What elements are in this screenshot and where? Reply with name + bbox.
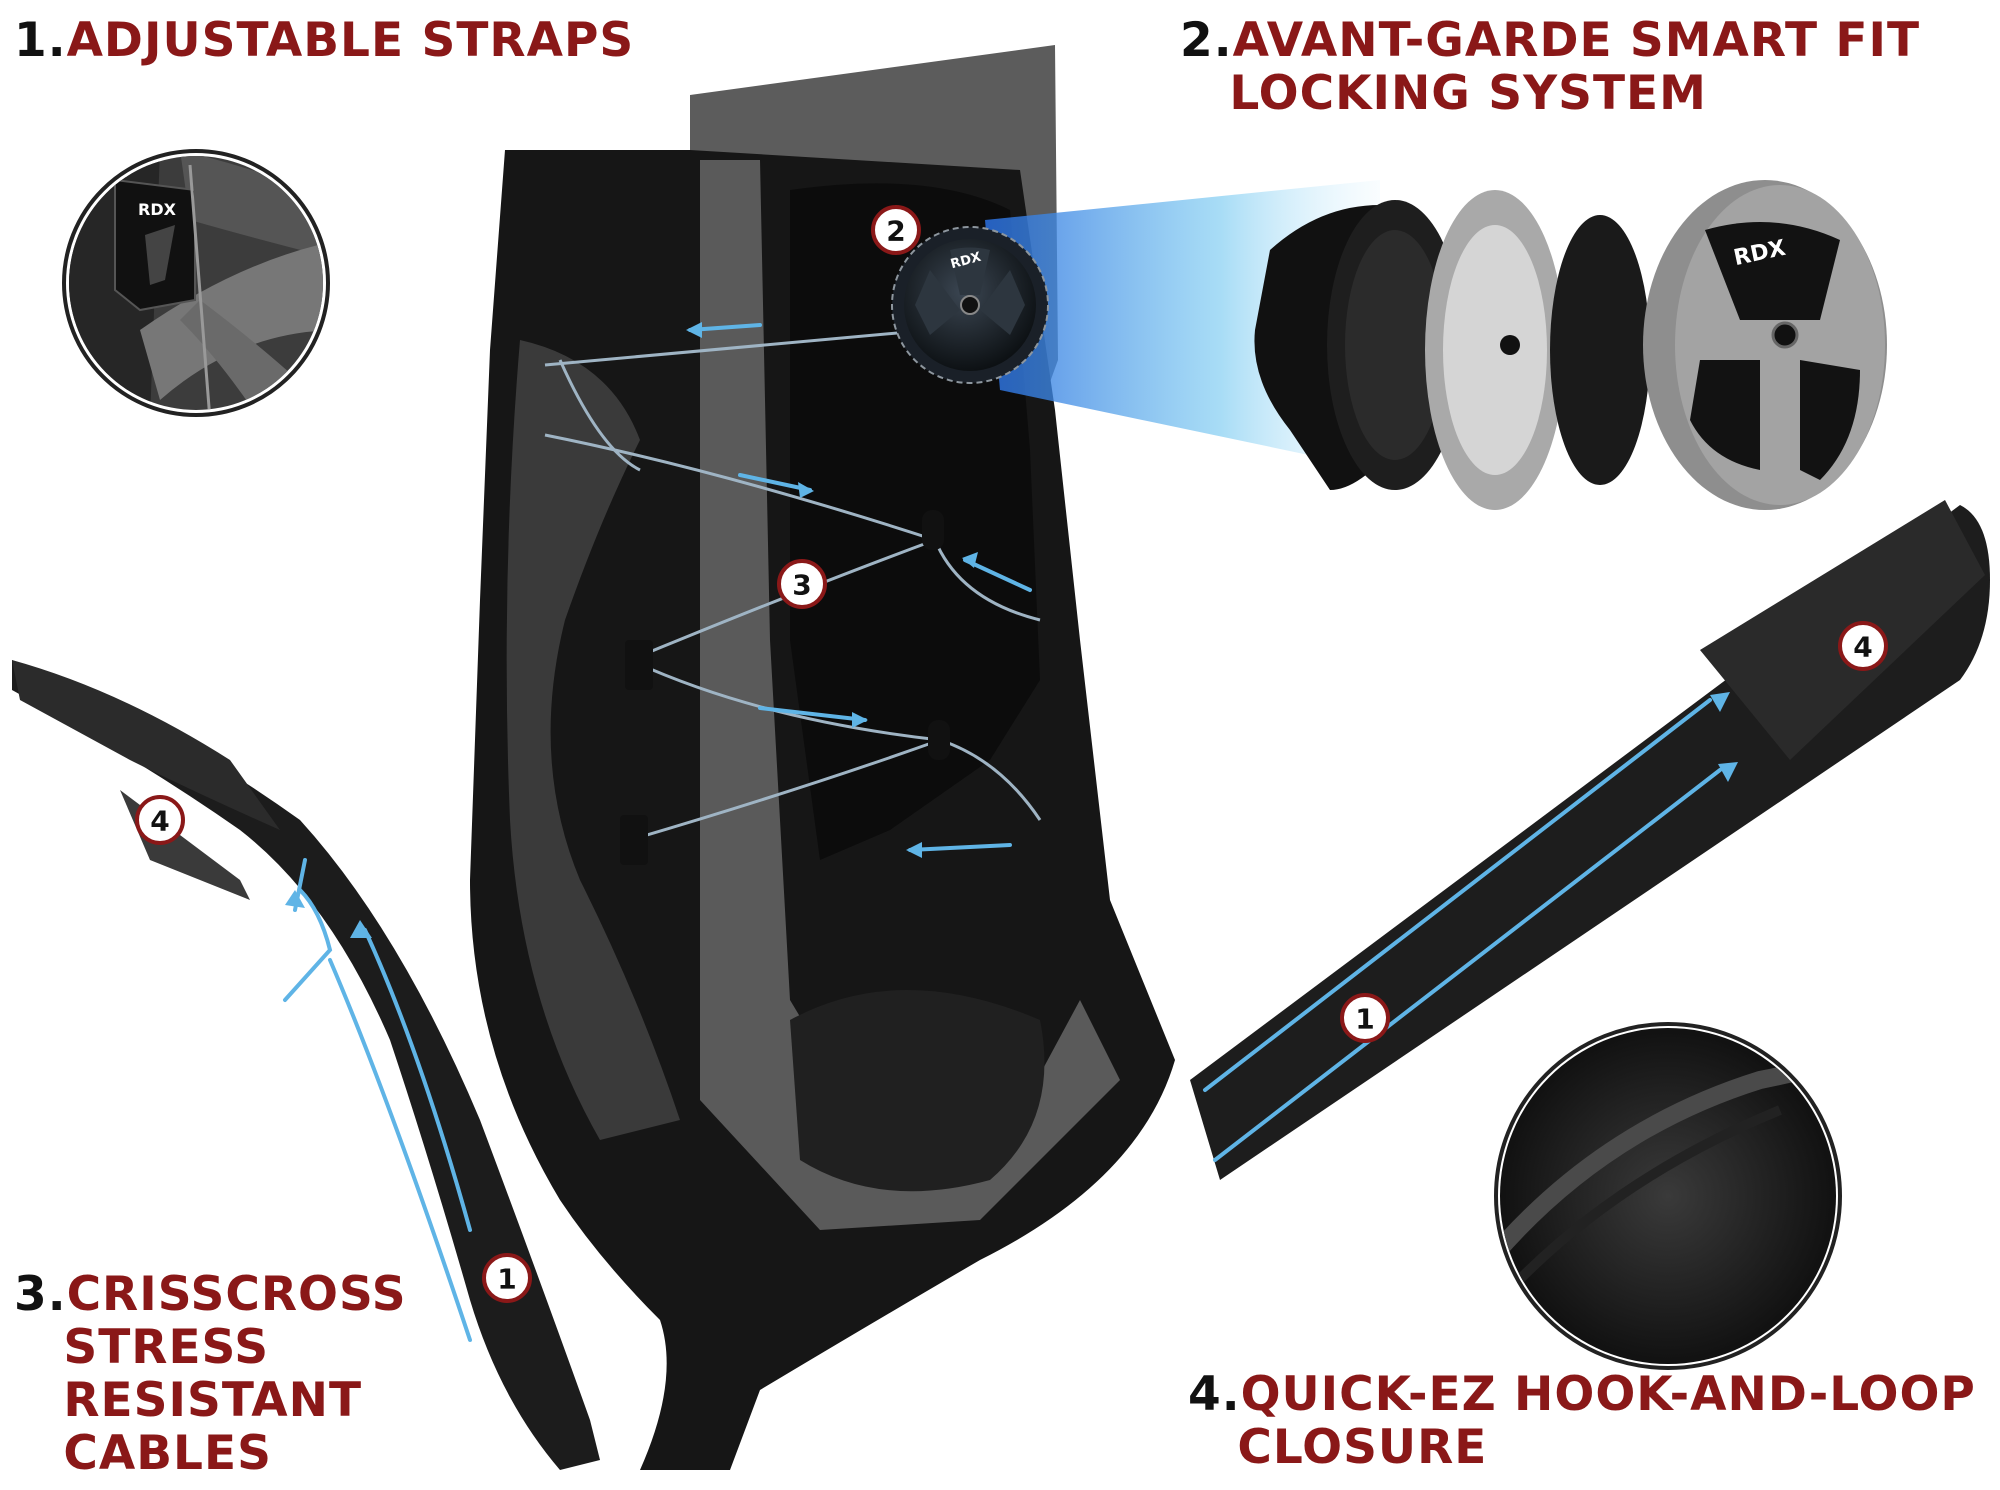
feature-title-line4: CABLES [63, 1426, 272, 1481]
feature-number: 4. [1188, 1367, 1241, 1422]
smart-fit-dial: RDX [891, 226, 1049, 384]
badge-strap-right-tip: 4 [1838, 621, 1888, 671]
crisscross-cables [544, 328, 1042, 842]
inset-logo: RDX [138, 200, 177, 219]
left-strap-tip [12, 660, 280, 830]
feature-title: QUICK-EZ HOOK-AND-LOOP [1240, 1367, 1976, 1422]
feature-label-smart-fit-locking-system: 2.AVANT-GARDE SMART FIT LOCKING SYSTEM [1180, 14, 1920, 120]
feature-title: ADJUSTABLE STRAPS [66, 13, 635, 68]
inset-velcro-closeup [1494, 1022, 1842, 1370]
feature-label-crisscross-cables: 3.CRISSCROSS STRESS RESISTANT CABLES [14, 1268, 407, 1480]
inset-strap-detail: RDX [62, 149, 330, 417]
badge-cables: 3 [777, 559, 827, 609]
svg-text:4: 4 [1853, 631, 1872, 664]
exploded-locking-system: RDX [1254, 180, 1887, 510]
svg-text:4: 4 [150, 805, 169, 838]
feature-number: 2. [1180, 13, 1233, 68]
feature-title: CRISSCROSS [66, 1267, 407, 1322]
svg-text:3: 3 [792, 569, 811, 602]
left-strap [12, 660, 600, 1470]
feature-title-line2: CLOSURE [1237, 1420, 1488, 1475]
feature-label-adjustable-straps: 1.ADJUSTABLE STRAPS [14, 14, 634, 67]
feature-label-hook-and-loop-closure: 4.QUICK-EZ HOOK-AND-LOOP CLOSURE [1188, 1368, 1976, 1474]
badge-strap-right: 1 [1340, 993, 1390, 1043]
svg-text:1: 1 [1355, 1003, 1374, 1036]
badge-dial: 2 [871, 205, 921, 255]
feature-title-line2: LOCKING SYSTEM [1229, 66, 1707, 121]
strap-arrows [283, 698, 1722, 1342]
feature-number: 3. [14, 1267, 67, 1322]
boot-side-panel [506, 340, 680, 1140]
feature-number: 1. [14, 13, 67, 68]
badge-strap-left: 1 [482, 1253, 532, 1303]
badge-strap-left-tip: 4 [135, 795, 185, 845]
spool [1550, 215, 1650, 485]
feature-title: AVANT-GARDE SMART FIT [1232, 13, 1921, 68]
svg-text:1: 1 [497, 1263, 516, 1296]
svg-text:2: 2 [886, 215, 905, 248]
feature-title-line3: RESISTANT [63, 1373, 363, 1428]
boot-front-gray [700, 160, 1120, 1230]
heel-opening [790, 990, 1045, 1192]
feature-title-line2: STRESS [63, 1320, 270, 1375]
